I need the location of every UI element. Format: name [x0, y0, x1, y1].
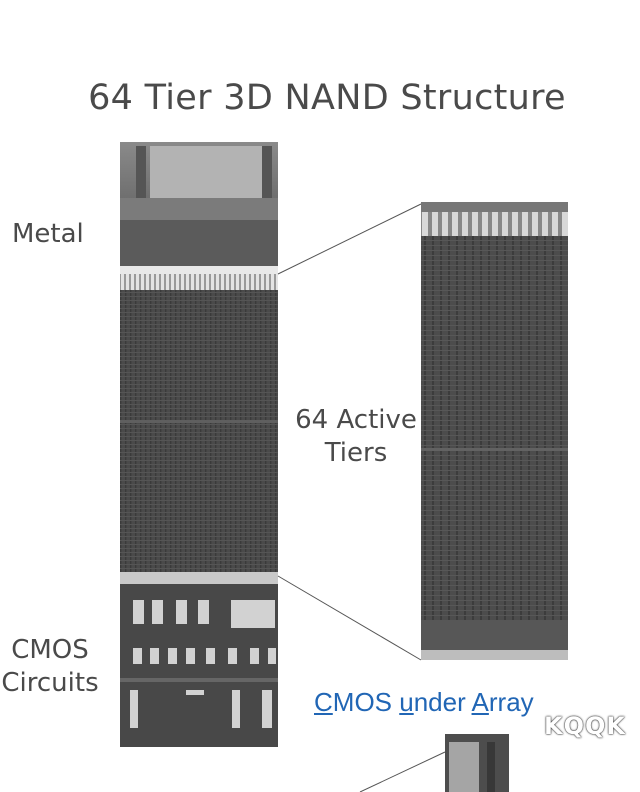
- cmos-label-line1: CMOS: [11, 635, 89, 665]
- zoom-bitline-contacts: [421, 212, 568, 236]
- cmos-label-line2: Circuits: [1, 668, 99, 698]
- active-tiers-label: 64 Active Tiers: [286, 404, 426, 470]
- zoom-line-cmos: [359, 751, 446, 792]
- sem-zoom-column: [421, 202, 568, 660]
- sem-main-column: [120, 142, 278, 747]
- active-tiers-region: [120, 290, 278, 572]
- link-part-a: A: [471, 687, 489, 717]
- metal-label: Metal: [12, 219, 84, 249]
- cmos-circuits-label: CMOS Circuits: [0, 634, 100, 700]
- zoom-line-bottom: [277, 575, 422, 661]
- link-part-c: C: [314, 687, 333, 717]
- link-part-rray: rray: [488, 687, 534, 717]
- cmos-transistors: [130, 600, 276, 728]
- link-part-nder: nder: [413, 687, 472, 717]
- link-part-u: u: [399, 687, 414, 717]
- active-tiers-label-line2: Tiers: [324, 438, 388, 468]
- watermark-logo: KQQK: [544, 712, 626, 740]
- zoom-line-top: [277, 203, 422, 275]
- active-tiers-label-line1: 64 Active: [295, 405, 417, 435]
- cmos-zoom-thumbnail: [445, 734, 509, 792]
- zoom-active-tiers: [421, 236, 568, 650]
- link-part-mos: MOS: [332, 687, 400, 717]
- metal-plug: [150, 146, 270, 198]
- bitline-contacts: [120, 274, 278, 290]
- cmos-under-array-link[interactable]: CMOS under Array: [314, 687, 534, 718]
- page-title: 64 Tier 3D NAND Structure: [88, 78, 566, 118]
